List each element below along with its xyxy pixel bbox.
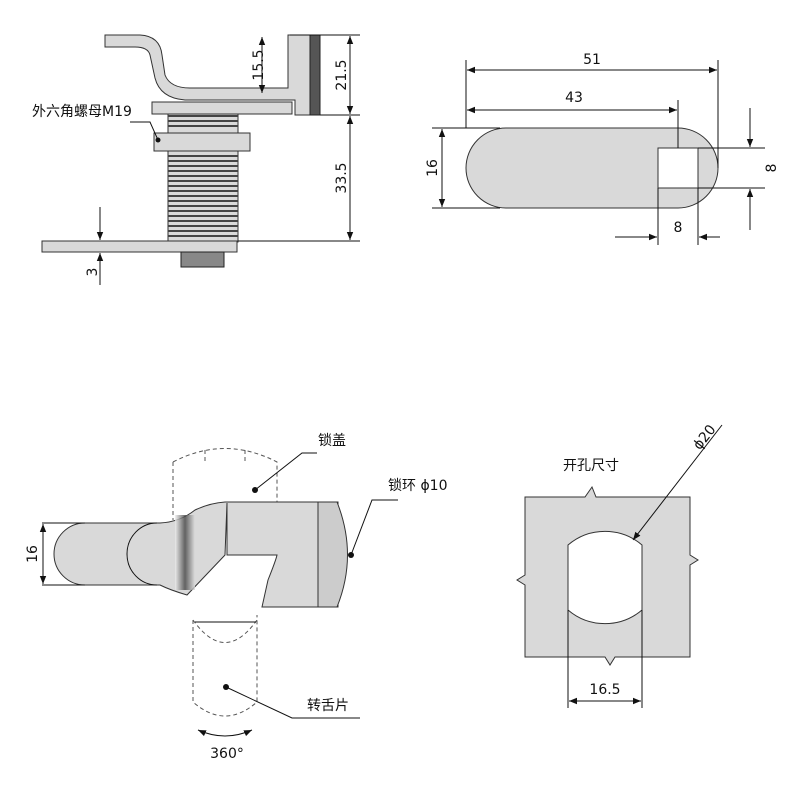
lock-ring bbox=[317, 501, 348, 608]
hex-nut bbox=[153, 132, 251, 152]
dim-flat-width: 16.5 bbox=[589, 682, 620, 698]
dim-diameter: ϕ20 bbox=[690, 422, 719, 453]
cam-view: 51 43 16 8 8 bbox=[425, 52, 780, 245]
dim-width: 16 bbox=[425, 159, 441, 177]
thread-lines bbox=[168, 115, 238, 237]
square-hole bbox=[657, 147, 699, 189]
head-dark-face bbox=[309, 34, 321, 116]
rotation-label: 360° bbox=[210, 746, 244, 762]
lock-handle bbox=[53, 501, 339, 608]
ring-label: 锁环 ϕ10 bbox=[388, 478, 448, 494]
dim-handle-height: 15.5 bbox=[251, 49, 267, 80]
dim-handle-width: 16 bbox=[25, 545, 41, 563]
dim-hole-width: 8 bbox=[674, 220, 683, 236]
bottom-nut bbox=[180, 251, 225, 268]
cover-label: 锁盖 bbox=[318, 433, 346, 449]
side-view: 15.5 21.5 33.5 3 外六角螺母M19 bbox=[32, 34, 360, 285]
mounting-hole bbox=[567, 530, 643, 625]
dim-hole-height: 8 bbox=[764, 164, 780, 173]
dim-body-length: 33.5 bbox=[334, 162, 350, 193]
nut-label: 外六角螺母M19 bbox=[32, 104, 132, 120]
dim-head-height: 21.5 bbox=[334, 59, 350, 90]
handle-shading bbox=[175, 515, 195, 590]
top-view: 16 锁盖 锁环 ϕ10 转舌片 360° bbox=[25, 433, 448, 762]
rotation-arrow-icon bbox=[197, 729, 253, 737]
dim-to-hole: 43 bbox=[565, 90, 583, 106]
mounting-plate bbox=[41, 240, 238, 253]
cutout-title: 开孔尺寸 bbox=[563, 458, 619, 474]
dim-total-length: 51 bbox=[583, 52, 601, 68]
dim-plate-thickness: 3 bbox=[85, 268, 101, 277]
cam-label: 转舌片 bbox=[307, 698, 349, 714]
flange bbox=[151, 101, 293, 115]
cutout-view: 开孔尺寸 ϕ20 16.5 bbox=[516, 422, 723, 708]
